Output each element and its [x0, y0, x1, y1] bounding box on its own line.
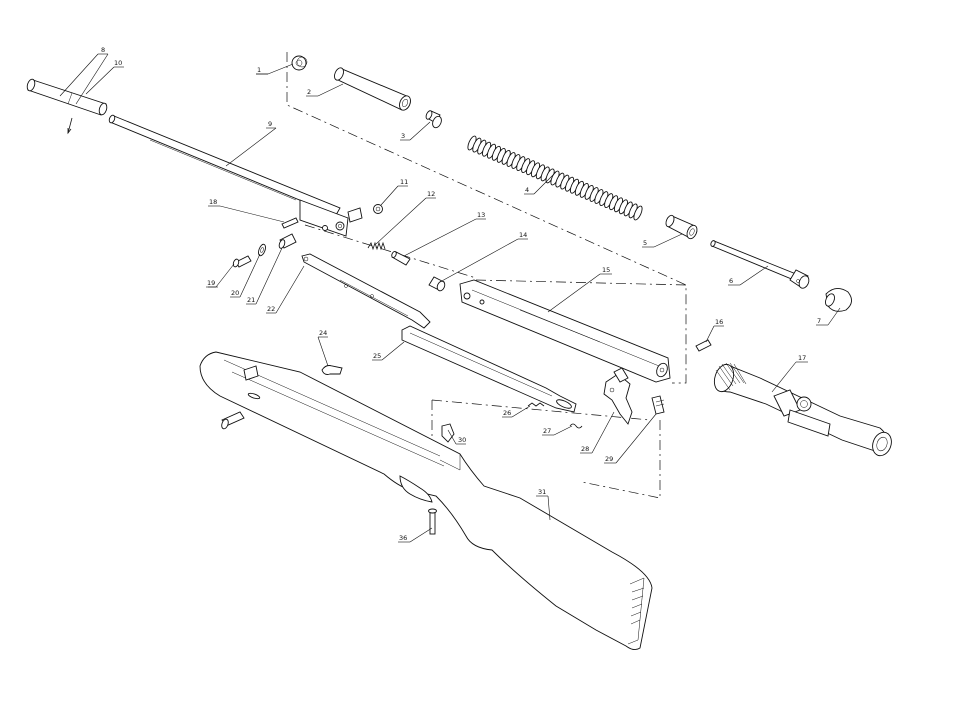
- part-plunger: [391, 251, 411, 266]
- part-rifle-scope: [713, 362, 892, 457]
- part-piston-seal: [425, 110, 442, 129]
- part-small-spring: [367, 241, 386, 251]
- callout-25: 25: [373, 352, 381, 360]
- part-stock: [199, 351, 653, 651]
- callout-31: 31: [538, 488, 546, 496]
- part-stock-bolt: [221, 411, 245, 430]
- callout-10: 10: [114, 59, 122, 67]
- part-nut: [373, 204, 383, 214]
- callout-30: 30: [458, 436, 466, 444]
- callout-21: 21: [247, 296, 255, 304]
- callout-20: 20: [231, 289, 239, 297]
- part-breech-seal: [291, 55, 308, 71]
- part-compression-tube: [334, 67, 411, 111]
- callout-12: 12: [427, 190, 435, 198]
- part-bushing-21: [278, 233, 297, 249]
- callout-17: 17: [798, 354, 806, 362]
- callout-5: 5: [643, 239, 647, 247]
- part-receiver-rail: [459, 279, 671, 383]
- callout-22: 22: [267, 305, 275, 313]
- callout-3: 3: [401, 132, 405, 140]
- part-spring-guide: [665, 214, 698, 240]
- part-cocking-lever: [301, 253, 431, 329]
- part-stock-screw-24: [321, 365, 343, 375]
- part-pin: [695, 339, 712, 352]
- part-washer-20: [258, 243, 266, 257]
- callout-15: 15: [602, 266, 610, 274]
- part-muzzle-cap: [26, 78, 108, 135]
- callout-underlines: [208, 73, 268, 288]
- leader-lines: [59, 53, 841, 543]
- callout-1: 1: [257, 66, 261, 74]
- part-end-cap: [825, 288, 852, 312]
- part-guard-screw: [428, 508, 437, 535]
- callout-26: 26: [503, 409, 511, 417]
- spring-coils: [467, 135, 643, 221]
- callout-36: 36: [399, 534, 407, 542]
- spring-coil: [633, 205, 643, 221]
- part-trigger-group: [441, 367, 665, 443]
- part-guide-rod: [710, 240, 810, 289]
- part-screw: [281, 217, 299, 229]
- callout-24: 24: [319, 329, 327, 337]
- part-trigger-plate: [401, 325, 577, 413]
- callout-labels: 1 2 3 4 5 6 7 8 9 10 11 12 13 14 15 16 1…: [101, 46, 821, 542]
- callout-27: 27: [543, 427, 551, 435]
- callout-18: 18: [209, 198, 217, 206]
- part-barrel: [108, 114, 363, 237]
- callout-14: 14: [519, 231, 527, 239]
- callout-7: 7: [817, 317, 821, 325]
- callout-11: 11: [400, 178, 408, 186]
- callout-16: 16: [715, 318, 723, 326]
- callout-9: 9: [268, 120, 272, 128]
- part-pivot-bushing: [428, 276, 446, 292]
- callout-28: 28: [581, 445, 589, 453]
- callout-19: 19: [207, 279, 215, 287]
- part-bolt-19: [232, 255, 252, 268]
- callout-13: 13: [477, 211, 485, 219]
- callout-6: 6: [729, 277, 733, 285]
- callout-4: 4: [525, 186, 529, 194]
- callout-8: 8: [101, 46, 105, 54]
- callout-29: 29: [605, 455, 613, 463]
- part-main-spring: [467, 135, 643, 221]
- callout-2: 2: [307, 88, 311, 96]
